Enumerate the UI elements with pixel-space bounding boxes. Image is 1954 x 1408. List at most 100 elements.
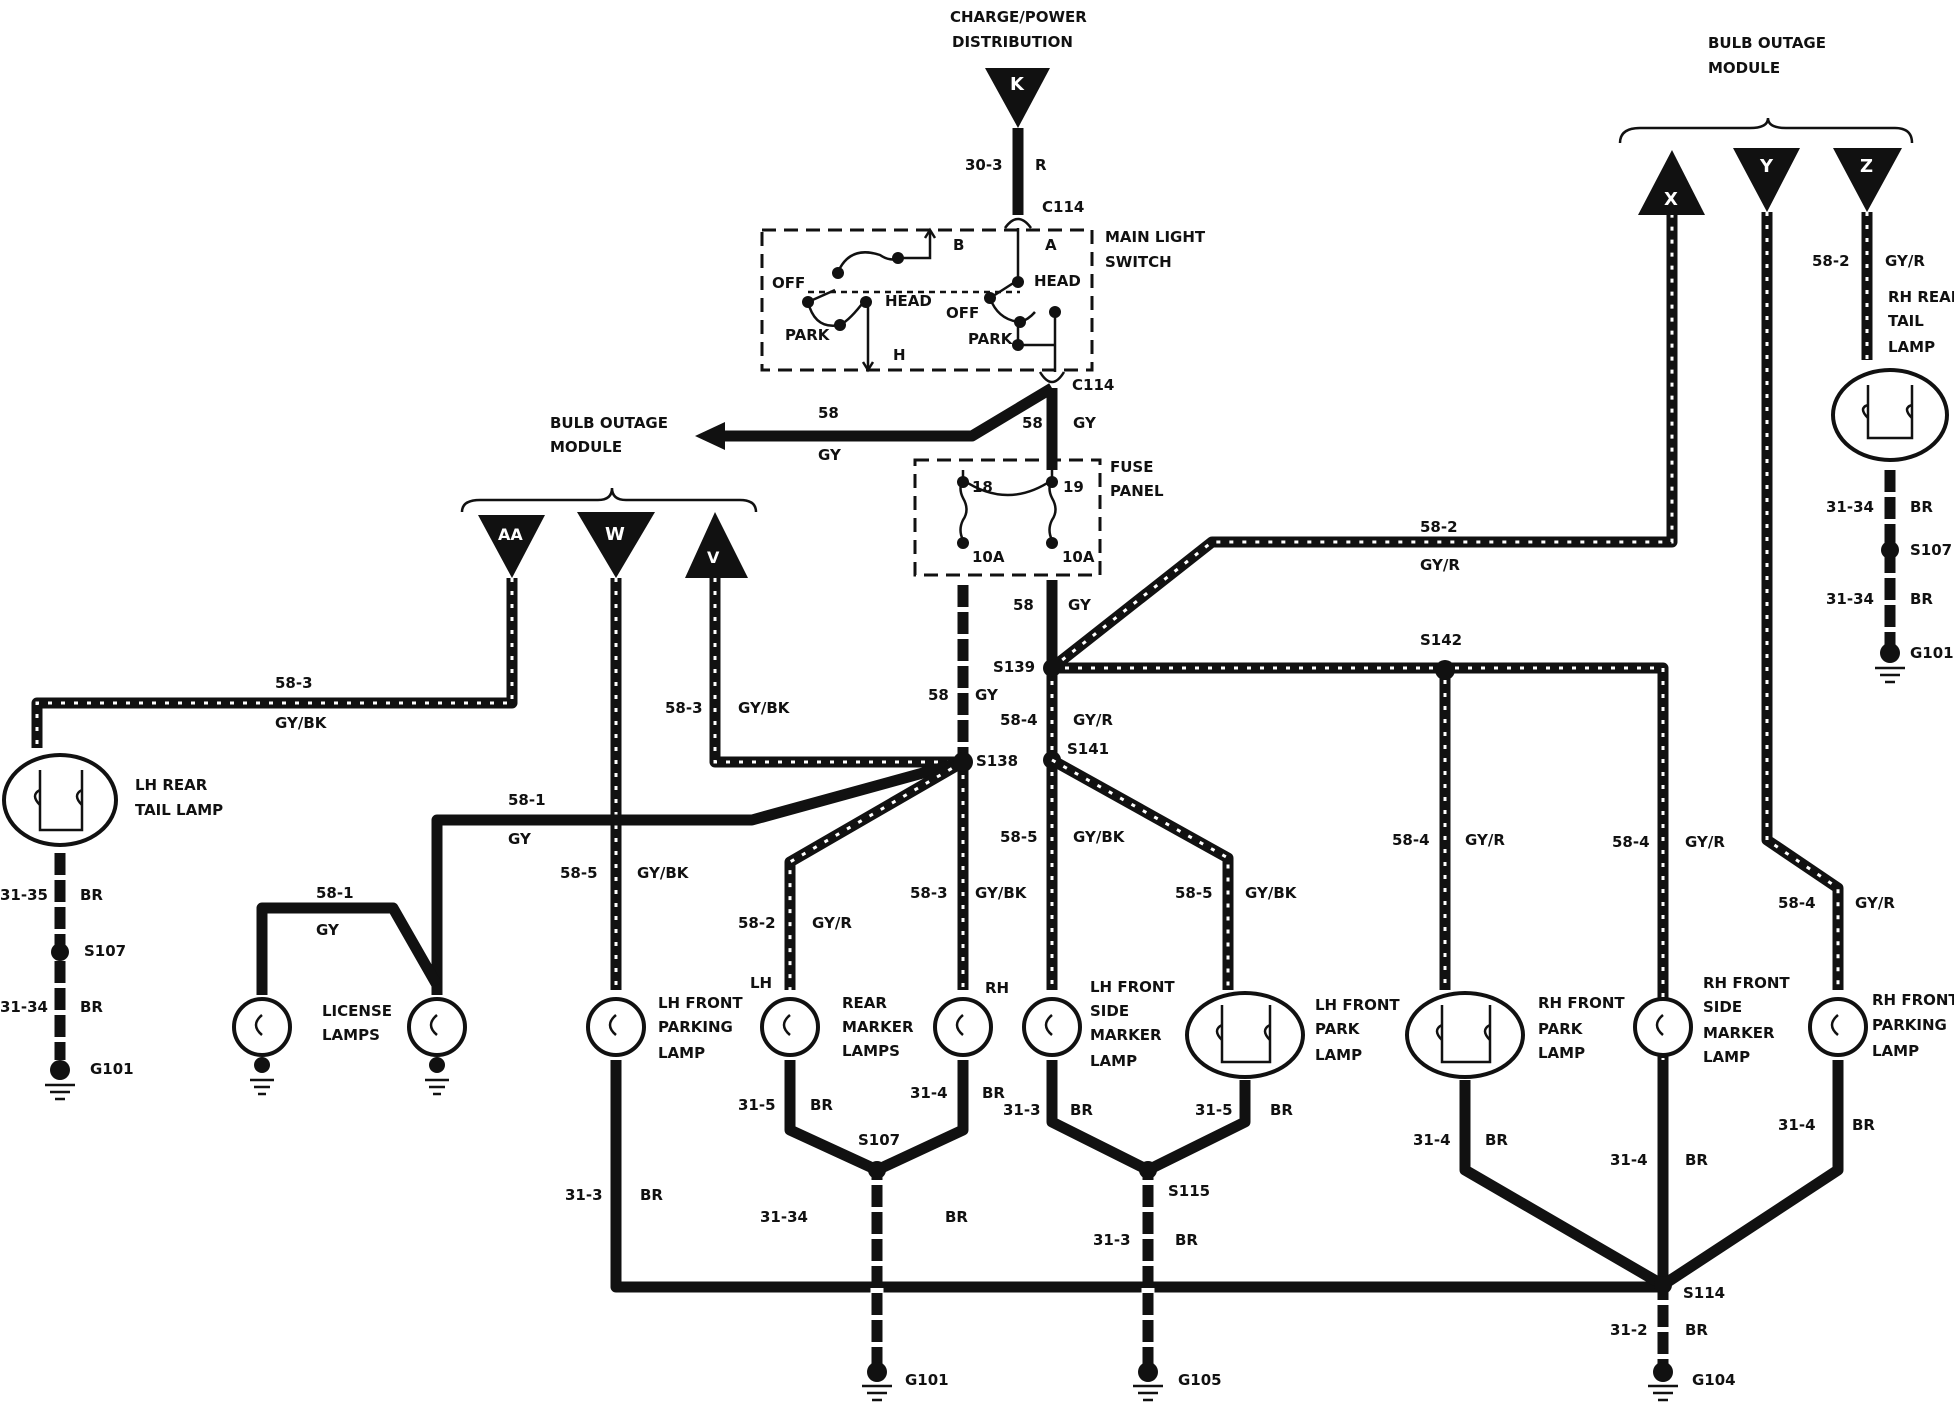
lh-front-parking-lamp <box>586 997 646 1057</box>
lh-front-side-marker-label-4: LAMP <box>1090 1052 1137 1070</box>
wire-gyr-label-b: GY/R <box>812 914 852 932</box>
lh-rear-tail-label-1: LH REAR <box>135 776 208 794</box>
wire-gy-label-e: GY <box>508 830 532 848</box>
wire-31-4-label-b: 31-4 <box>1413 1131 1451 1149</box>
wire-br-label-l: BR <box>1485 1131 1508 1149</box>
switch-contact-10 <box>1012 339 1024 351</box>
rear-marker-label-3: LAMPS <box>842 1042 900 1060</box>
ground-g104-dot <box>1653 1362 1673 1382</box>
wire-58-1-license-left <box>256 902 442 995</box>
wire-31-2-label: 31-2 <box>1610 1321 1648 1339</box>
connector-k-triangle <box>985 68 1050 128</box>
wire-58-3-v-stripe <box>713 578 963 764</box>
rh-rear-tail-lamp <box>1831 368 1949 462</box>
lh-front-side-marker-lamp <box>1022 997 1082 1057</box>
switch-contact-6 <box>1012 276 1024 288</box>
lh-front-side-marker-label-2: SIDE <box>1090 1002 1129 1020</box>
wire-br-label-c: BR <box>945 1208 968 1226</box>
wire-gyr-label-d: GY/R <box>1073 711 1113 729</box>
ground-g101-left-symbol <box>45 1083 75 1101</box>
wire-31-3-lh-parking-return <box>610 1060 1663 1293</box>
wire-58-label-c: 58 <box>928 686 949 704</box>
lh-front-side-marker-label-3: MARKER <box>1090 1026 1162 1044</box>
wire-31-34-label-a: 31-34 <box>0 998 48 1016</box>
switch-a: A <box>1045 236 1057 254</box>
lh-rear-tail-lamp <box>2 753 118 847</box>
connector-aa-label: AA <box>498 525 523 544</box>
connector-z-label: Z <box>1860 156 1873 177</box>
splice-s107-left <box>51 943 69 961</box>
switch-contact-7 <box>984 292 996 304</box>
switch-off-1: OFF <box>772 274 805 292</box>
connector-aa-triangle <box>478 515 545 578</box>
switch-contact-9 <box>1014 316 1026 328</box>
wire-58-5-label-b: 58-5 <box>1000 828 1038 846</box>
rh-front-side-marker-label-2: SIDE <box>1703 998 1742 1016</box>
arrow-to-bulb-outage <box>695 422 725 450</box>
ground-g101-center-dot <box>867 1362 887 1382</box>
wire-br-label-d: BR <box>1910 590 1933 608</box>
lh-front-park-lamp <box>1185 991 1305 1079</box>
wire-br-label-k: BR <box>982 1084 1005 1102</box>
connector-x-triangle <box>1638 150 1705 215</box>
wire-31-5-label-b: 31-5 <box>1195 1101 1233 1119</box>
license-lamps-label-2: LAMPS <box>322 1026 380 1044</box>
s107-right-label: S107 <box>1910 541 1952 559</box>
wire-br-label-a: BR <box>80 886 103 904</box>
wire-58-1-label-a: 58-1 <box>508 791 546 809</box>
license-lamp-right-filament <box>429 1014 438 1036</box>
lh-front-park-label-1: LH FRONT <box>1315 996 1400 1014</box>
wire-31-4-rh-parking-to-s114 <box>1659 1060 1844 1290</box>
wire-58-4-label-c: 58-4 <box>1612 833 1650 851</box>
wire-gy-label-c: GY <box>975 686 999 704</box>
s115-label: S115 <box>1168 1182 1210 1200</box>
switch-contact-3 <box>802 296 814 308</box>
rh-front-parking-label-2: PARKING <box>1872 1016 1947 1034</box>
rh-rear-tail-filament <box>1861 385 1914 440</box>
splice-s138 <box>953 752 973 772</box>
s139-label: S139 <box>993 658 1035 676</box>
license-lamp-left-ground-dot <box>254 1057 270 1073</box>
ground-g101-right-symbol <box>1875 666 1905 684</box>
fuse-panel-label-1: FUSE <box>1110 458 1153 476</box>
s107-center-label: S107 <box>858 1131 900 1149</box>
wire-gybk-label-a: GY/BK <box>275 714 328 732</box>
ground-g105-symbol <box>1133 1384 1163 1402</box>
wire-br-label-o: BR <box>1685 1321 1708 1339</box>
ground-g101-center-symbol <box>862 1384 892 1402</box>
wire-31-3-label-c: 31-3 <box>1093 1231 1131 1249</box>
wire-58-3-aa-to-lh-rear <box>31 578 518 748</box>
lh-front-parking-label-1: LH FRONT <box>658 994 743 1012</box>
rh-front-side-marker-label-4: LAMP <box>1703 1048 1750 1066</box>
splice-s107-right <box>1881 541 1899 559</box>
connector-k-label: K <box>1010 74 1025 95</box>
connector-w-triangle <box>577 512 655 578</box>
ground-g104-symbol <box>1648 1384 1678 1402</box>
s142-label: S142 <box>1420 631 1462 649</box>
bulb-outage-top-2: MODULE <box>1708 59 1780 77</box>
wire-gy-label-d: GY <box>1068 596 1092 614</box>
lh-front-parking-label-2: PARKING <box>658 1018 733 1036</box>
switch-h: H <box>893 346 906 364</box>
splice-s139 <box>1043 659 1061 677</box>
rh-front-park-label-2: PARK <box>1538 1020 1584 1038</box>
rh-front-park-label-1: RH FRONT <box>1538 994 1625 1012</box>
wire-gyr-label-e: GY/R <box>1465 831 1505 849</box>
rh-front-park-label-3: LAMP <box>1538 1044 1585 1062</box>
bulb-outage-top-1: BULB OUTAGE <box>1708 34 1826 52</box>
switch-b: B <box>953 236 964 254</box>
wire-31-5-lh-marker-to-s107 <box>784 1060 969 1176</box>
wire-br-label-f: BR <box>640 1186 663 1204</box>
wire-58-5-s141-to-lh-park <box>1049 755 1234 990</box>
wire-gy-label-a: GY <box>818 446 842 464</box>
lh-front-side-marker-filament <box>1044 1014 1053 1036</box>
wire-gy-label-b: GY <box>1073 414 1097 432</box>
wire-58-2-label-b: 58-2 <box>738 914 776 932</box>
g101-right-label: G101 <box>1910 644 1954 662</box>
g101-left-label: G101 <box>90 1060 134 1078</box>
fuse-10a-label-1: 10A <box>972 548 1005 566</box>
wire-31-35-label: 31-35 <box>0 886 48 904</box>
lh-front-parking-label-3: LAMP <box>658 1044 705 1062</box>
g101-center-label: G101 <box>905 1371 949 1389</box>
fuse-dot-4 <box>1046 537 1058 549</box>
